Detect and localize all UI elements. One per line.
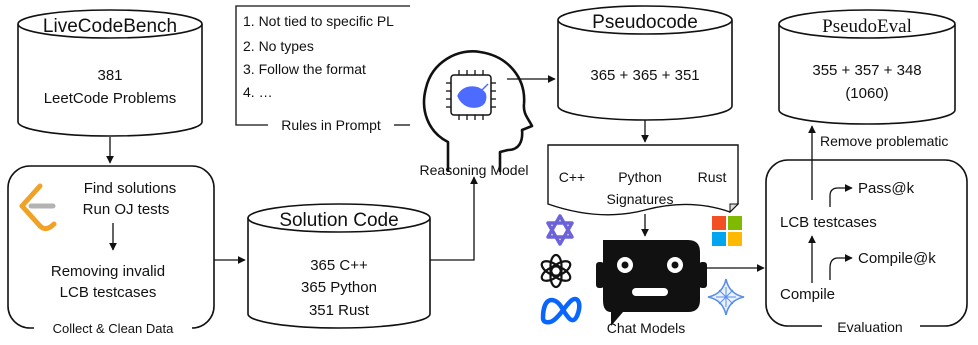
rule-3: 3. Follow the format	[243, 61, 366, 77]
compile-text: Compile	[780, 286, 835, 303]
pseudoeval-title: PseudoEval	[822, 16, 912, 37]
signatures-label: Signatures	[607, 191, 674, 207]
meta-icon	[540, 296, 582, 325]
reasoning-model-head-icon	[422, 50, 534, 172]
arrow-lcb-to-pass	[829, 184, 853, 207]
remove-problematic-text: Remove problematic	[820, 133, 948, 149]
signature-python: Python	[618, 169, 662, 185]
find-solutions-text: Find solutions	[84, 180, 177, 197]
arrow-compile-to-compilek	[829, 254, 853, 280]
lcb-testcases-text: LCB testcases	[60, 284, 157, 301]
solution-code-title: Solution Code	[279, 210, 398, 231]
compile-at-k-text: Compile@k	[858, 250, 936, 267]
pseudocode-cylinder: Pseudocode 365 + 365 + 351	[557, 5, 733, 121]
rule-2: 2. No types	[243, 38, 314, 54]
rules-label: Rules in Prompt	[281, 117, 381, 133]
gemini-icon	[707, 278, 745, 316]
whale-icon	[457, 83, 489, 108]
pseudocode-counts: 365 + 365 + 351	[590, 67, 699, 84]
livecodebench-count: 381	[97, 67, 122, 84]
signature-rust: Rust	[698, 169, 727, 185]
leetcode-icon	[19, 183, 57, 232]
pseudocode-title: Pseudocode	[592, 12, 698, 33]
rule-4: 4. …	[243, 84, 273, 100]
solution-code-cpp: 365 C++	[310, 257, 368, 274]
openai-icon	[540, 253, 572, 289]
claude-icon	[546, 214, 574, 246]
evaluation-box: Evaluation	[765, 159, 968, 336]
livecodebench-cylinder: LiveCodeBench 381 LeetCode Problems	[17, 9, 203, 137]
signature-cpp: C++	[559, 169, 585, 185]
chatbot-robot-icon	[596, 240, 707, 326]
run-oj-tests-text: Run OJ tests	[83, 201, 170, 218]
livecodebench-subtitle: LeetCode Problems	[44, 90, 177, 107]
arrow-solution-to-reasoning	[430, 176, 478, 261]
evaluation-label: Evaluation	[837, 319, 902, 335]
solution-code-rust: 351 Rust	[309, 302, 370, 319]
rules-box: 1. Not tied to specific PL 2. No types 3…	[235, 5, 410, 133]
pass-at-k-text: Pass@k	[858, 180, 915, 197]
solution-code-python: 365 Python	[301, 279, 377, 296]
livecodebench-title: LiveCodeBench	[43, 16, 177, 37]
pseudoeval-total: (1060)	[845, 85, 888, 102]
rule-1: 1. Not tied to specific PL	[243, 13, 394, 29]
pseudoeval-counts: 355 + 357 + 348	[812, 62, 921, 79]
solution-code-cylinder: Solution Code 365 C++ 365 Python 351 Rus…	[247, 203, 431, 329]
lcb-testcases-eval-text: LCB testcases	[780, 214, 877, 231]
collect-clean-label: Collect & Clean Data	[53, 321, 174, 336]
reasoning-model-label: Reasoning Model	[420, 162, 529, 178]
pseudoeval-cylinder: PseudoEval 355 + 357 + 348 (1060)	[778, 9, 956, 125]
microsoft-icon	[712, 216, 742, 246]
chat-models-label: Chat Models	[607, 320, 686, 336]
removing-invalid-text: Removing invalid	[51, 263, 165, 280]
signatures-document: C++ Python Rust Signatures	[547, 144, 740, 216]
